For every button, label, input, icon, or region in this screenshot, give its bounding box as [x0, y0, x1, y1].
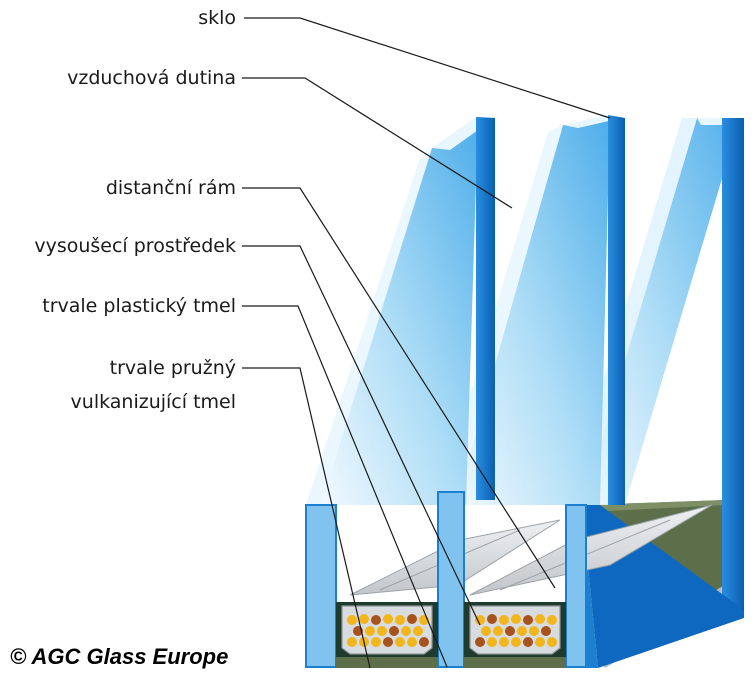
- label-elastic-sealant-line1: trvale pružný: [110, 357, 236, 379]
- desiccant-beads-1: [347, 614, 429, 647]
- glass-pane-1: [305, 117, 495, 508]
- label-air-cavity: vzduchová dutina: [67, 67, 236, 89]
- leader-air-cavity: [242, 77, 513, 209]
- cross-section: [305, 491, 587, 668]
- label-glass: sklo: [198, 7, 236, 29]
- leader-elastic-sealant: [242, 367, 371, 669]
- leader-glass: [244, 17, 611, 119]
- leader-plastic-sealant: [242, 305, 448, 668]
- leader-spacer-frame: [242, 187, 556, 589]
- pane-section-3: [565, 504, 587, 668]
- seal-section-1: [336, 657, 438, 668]
- label-spacer-frame: distanční rám: [106, 177, 236, 199]
- leader-lines: [242, 17, 611, 669]
- label-desiccant: vysoušecí prostředek: [34, 235, 236, 257]
- pane-section-2: [437, 491, 465, 668]
- pane-section-1: [305, 504, 337, 668]
- label-elastic-sealant-line2: vulkanizující tmel: [71, 391, 236, 413]
- seal-section-2: [464, 657, 566, 668]
- copyright-notice: © AGC Glass Europe: [10, 644, 228, 669]
- desiccant-beads-2: [475, 614, 557, 647]
- leader-desiccant: [242, 245, 481, 626]
- label-plastic-sealant: trvale plastický tmel: [42, 295, 236, 317]
